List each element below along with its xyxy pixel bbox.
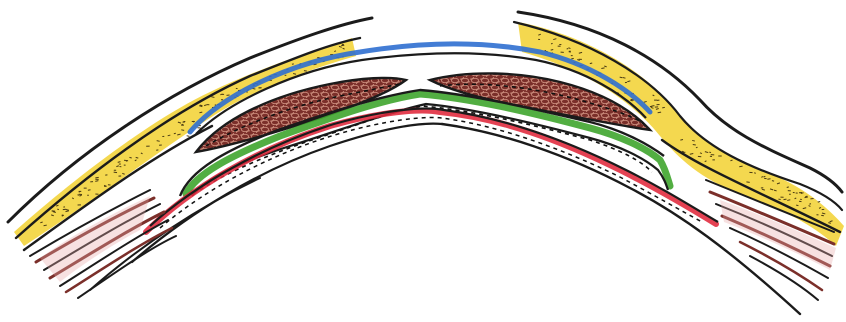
fat-speckle [57, 209, 59, 210]
fat-speckle [680, 140, 683, 141]
fat-speckle [601, 68, 604, 69]
fat-speckle [129, 157, 131, 158]
fat-speckle [746, 182, 749, 183]
fat-speckle [88, 190, 91, 191]
fat-speckle [174, 133, 176, 134]
fat-speckle [809, 204, 811, 205]
fat-speckle [651, 106, 654, 107]
fat-speckle [623, 78, 626, 79]
fat-speckle [141, 153, 143, 154]
fat-speckle [44, 225, 47, 226]
fat-speckle [692, 140, 695, 141]
fat-speckle [730, 160, 732, 161]
fat-speckle [95, 181, 98, 182]
fat-speckle [590, 63, 592, 64]
fat-speckle [199, 112, 202, 113]
fat-speckle [77, 195, 79, 196]
fat-speckle [157, 141, 160, 142]
fat-speckle [181, 130, 184, 131]
fat-speckle [805, 197, 808, 198]
fat-speckle [828, 223, 831, 224]
fat-speckle [739, 166, 742, 167]
fat-speckle [693, 144, 696, 145]
fat-speckle [818, 201, 820, 202]
fat-speckle [168, 135, 171, 136]
fat-speckle [567, 48, 569, 49]
fat-speckle [662, 107, 665, 108]
fat-speckle [187, 136, 190, 137]
fat-speckle [787, 200, 790, 201]
fat-speckle [696, 147, 698, 148]
fat-speckle [334, 51, 336, 52]
fat-speckle [682, 151, 684, 152]
fat-speckle [52, 211, 55, 212]
fat-speckle [787, 187, 789, 188]
fat-speckle [763, 176, 765, 177]
fat-speckle [658, 112, 661, 113]
fat-speckle [754, 173, 756, 174]
fat-speckle [700, 153, 702, 154]
fat-speckle [620, 77, 623, 78]
fat-speckle [805, 196, 807, 197]
fat-speckle [95, 177, 98, 178]
fat-speckle [796, 205, 798, 206]
fat-speckle [761, 177, 763, 178]
fat-speckle [690, 154, 693, 155]
fat-speckle [767, 179, 770, 180]
fat-speckle [551, 49, 554, 50]
fat-speckle [795, 198, 797, 199]
fat-speckle [193, 121, 195, 122]
